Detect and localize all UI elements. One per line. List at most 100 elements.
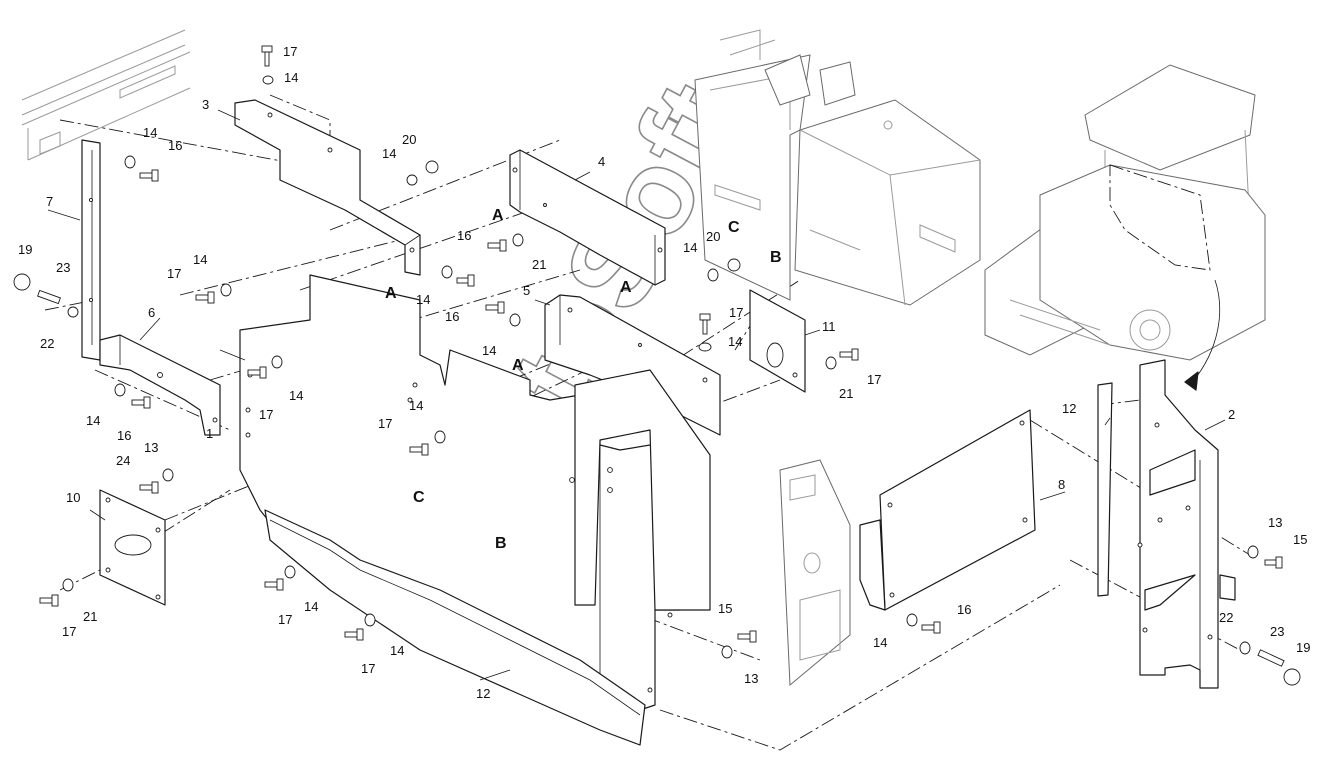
part-4-cover-plate: [509, 149, 666, 286]
callout-15: 15: [1293, 532, 1307, 547]
washer-21-c: [62, 578, 74, 592]
ref-letter-a: A: [492, 207, 504, 224]
callout-4: 4: [598, 154, 605, 169]
callout-13: 13: [1268, 515, 1282, 530]
washer-14-m: [906, 613, 918, 627]
washer-21-a: [512, 233, 524, 247]
callout-14: 14: [143, 125, 157, 140]
callout-23: 23: [56, 260, 70, 275]
callout-14: 14: [873, 635, 887, 650]
washer-13-b: [721, 645, 733, 659]
leader-lines: [47, 109, 1226, 681]
callout-22: 22: [1219, 610, 1233, 625]
washer-14-a: [124, 155, 136, 169]
callout-20: 20: [706, 229, 720, 244]
callout-14: 14: [304, 599, 318, 614]
washer-13-c: [1247, 545, 1259, 559]
callout-3: 3: [202, 97, 209, 112]
part-3-upper-bracket: [234, 99, 421, 276]
callout-1: 1: [206, 426, 213, 441]
paver-machine-overview: [984, 64, 1266, 391]
callout-10: 10: [66, 490, 80, 505]
bolt-17-c: [456, 274, 475, 287]
callout-16: 16: [957, 602, 971, 617]
ref-letter-a: A: [385, 285, 397, 302]
washer-14-h: [271, 355, 283, 369]
callout-21: 21: [83, 609, 97, 624]
callout-19: 19: [18, 242, 32, 257]
bolt-16-e: [921, 621, 941, 634]
bolt-15-a: [737, 630, 757, 643]
callout-12: 12: [1062, 401, 1076, 416]
part-6-lower-bracket: [99, 334, 221, 436]
part-10-mount-plate: [99, 489, 166, 606]
callout-16: 16: [168, 138, 182, 153]
callout-17: 17: [378, 416, 392, 431]
stud-23-b: [1257, 649, 1285, 667]
callout-16: 16: [457, 228, 471, 243]
callout-15: 15: [718, 601, 732, 616]
bolt-16-d: [131, 396, 151, 409]
callout-11: 11: [822, 319, 836, 334]
washer-14-l: [364, 613, 376, 627]
callout-21: 21: [532, 257, 546, 272]
cap-19-b: [1283, 668, 1301, 686]
washer-14-top: [262, 75, 274, 85]
washer-22-b: [1239, 641, 1251, 655]
washer-14-e: [509, 313, 521, 327]
bolt-17-d: [699, 313, 711, 335]
vertical-side-plate: [569, 369, 711, 611]
part-7-vertical-bracket: [81, 139, 101, 361]
ref-letter-b: B: [770, 249, 782, 266]
washer-14-j: [434, 430, 446, 444]
callout-14: 14: [382, 146, 396, 161]
callout-14: 14: [409, 398, 423, 413]
callout-17: 17: [167, 266, 181, 281]
washer-21-b: [825, 356, 837, 370]
cap-19-a: [13, 273, 31, 291]
callout-14: 14: [193, 252, 207, 267]
callout-13: 13: [144, 440, 158, 455]
callout-17: 17: [361, 661, 375, 676]
callout-14: 14: [86, 413, 100, 428]
part-11-small-plate: [749, 289, 806, 393]
bolt-17-b: [195, 291, 215, 304]
callout-14: 14: [289, 388, 303, 403]
callout-5: 5: [523, 283, 530, 298]
callout-17: 17: [62, 624, 76, 639]
ref-letter-b: B: [495, 535, 507, 552]
callout-19: 19: [1296, 640, 1310, 655]
callout-20: 20: [402, 132, 416, 147]
washer-14-k: [284, 565, 296, 579]
callout-14: 14: [284, 70, 298, 85]
callout-numbers: 1 2 3 4 5 6 7 8 10 11 12 12 13 13 13 14 …: [18, 44, 1310, 701]
callout-7: 7: [46, 194, 53, 209]
bolt-15-b: [1264, 556, 1283, 569]
callout-23: 23: [1270, 624, 1284, 639]
callout-13: 13: [744, 671, 758, 686]
callout-6: 6: [148, 305, 155, 320]
washer-22-a: [67, 306, 79, 318]
bolt-16-b: [487, 239, 507, 252]
chassis-frame-ghost: [21, 29, 191, 161]
rear-panel-ghost: [779, 459, 851, 687]
bolt-16-c: [485, 301, 505, 314]
nut-20-b: [727, 258, 741, 272]
bolt-17-j: [344, 628, 364, 641]
washer-14-d: [441, 265, 453, 279]
callout-14: 14: [728, 334, 742, 349]
callout-8: 8: [1058, 477, 1065, 492]
washer-13-a: [162, 468, 174, 482]
part-12-long-strip: [264, 509, 646, 746]
washer-14-f: [707, 268, 719, 282]
battery-box-assembly: [694, 29, 981, 306]
callout-14: 14: [482, 343, 496, 358]
stud-23-a: [37, 289, 61, 305]
part-12-vertical-strip: [1097, 382, 1113, 597]
part-5-mid-plate: [544, 294, 721, 436]
bolt-17-e: [247, 366, 267, 379]
hardware-set: [13, 45, 1301, 686]
ref-letter-c: C: [413, 489, 425, 506]
part-2-vertical-frame: [1137, 359, 1236, 689]
ref-letter-a: A: [620, 279, 632, 296]
